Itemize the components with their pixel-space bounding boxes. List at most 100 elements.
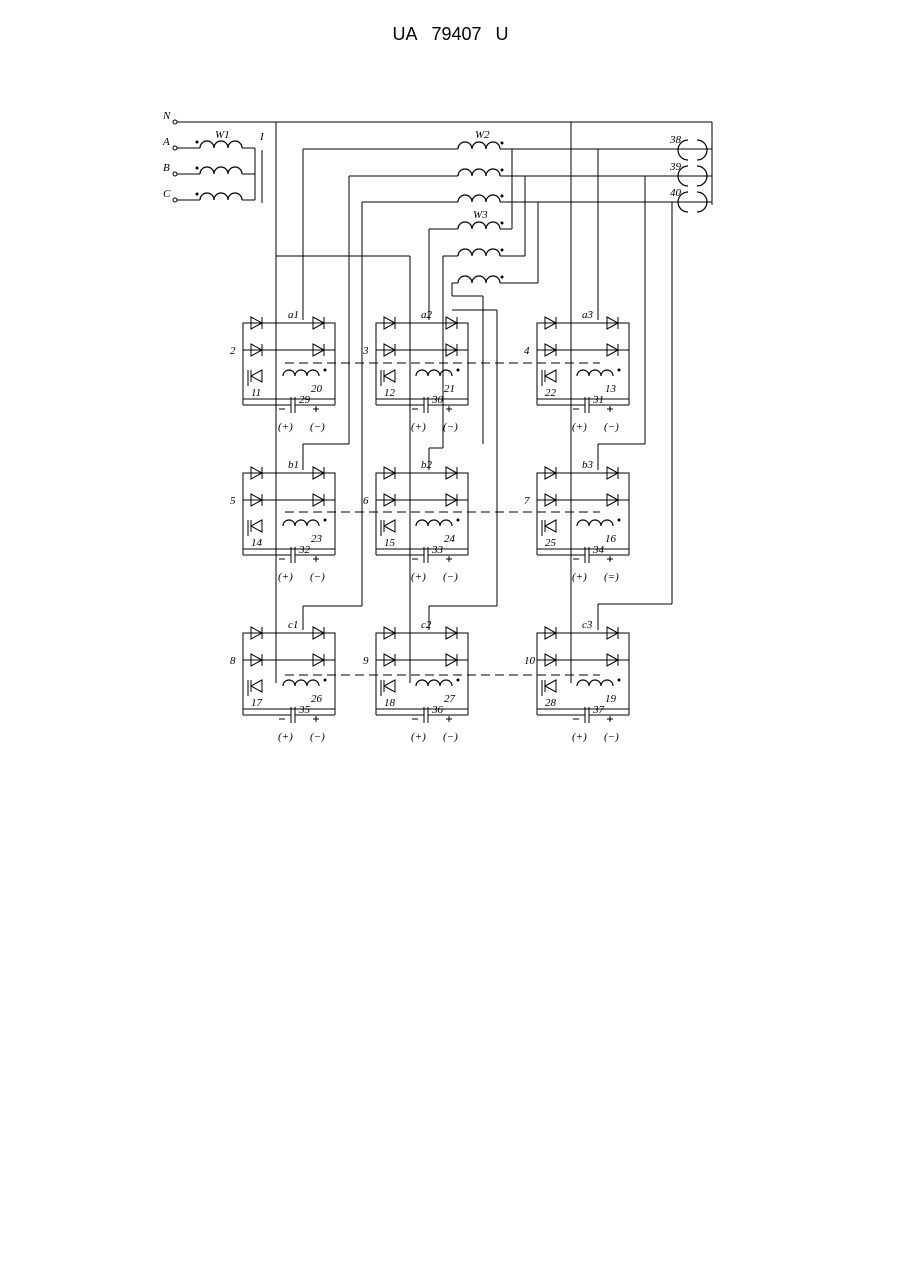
module-side-number: 8 <box>230 655 236 667</box>
diode-icon <box>384 520 395 532</box>
module-a2: a2 3 12 2130 (+) (−) <box>362 309 468 433</box>
capacitor-number: 33 <box>431 544 444 556</box>
terminal-neg-label: (+) <box>411 731 426 743</box>
module-c1: c18172635(+)(−) <box>230 619 335 743</box>
module-c3: c3 10 28 1937 (+) (−) <box>524 619 629 743</box>
diode-icon <box>251 680 262 692</box>
module-side-number: 3 <box>362 345 369 357</box>
output-connectors: 38 39 40 <box>669 134 707 212</box>
inductor-number: 13 <box>605 383 617 395</box>
inductor-icon <box>416 370 452 376</box>
terminal-n-label: N <box>162 110 171 122</box>
module-label: a2 <box>421 309 433 321</box>
inductor-icon <box>283 520 319 526</box>
inductor-icon <box>577 520 613 526</box>
diode-icon <box>545 370 556 382</box>
terminal-c-label: C <box>163 188 171 200</box>
thyristor-number: 12 <box>384 387 396 399</box>
inductor-number: 19 <box>605 693 617 705</box>
inductor-icon <box>416 520 452 526</box>
inductor-icon <box>283 680 319 686</box>
module-label: b1 <box>288 459 299 471</box>
module-a1: a12112029(+)(−) <box>230 309 335 433</box>
terminal-pos-label: (−) <box>443 571 458 583</box>
terminal-pos-label: (−) <box>443 421 458 433</box>
module-b1: b1 5 14 2332 (+) (−) <box>230 459 335 583</box>
w1-label: W1 <box>215 129 230 141</box>
module-label: b3 <box>582 459 594 471</box>
converter-modules: a12112029(+)(−)a23122130(+)(−)a34221331(… <box>230 309 629 743</box>
inductor-icon <box>416 680 452 686</box>
diode-icon <box>545 520 556 532</box>
terminal-a-label: A <box>162 136 170 148</box>
module-side-number: 4 <box>524 345 530 357</box>
terminal-pos-label: (−) <box>604 731 619 743</box>
module-side-number: 2 <box>230 345 236 357</box>
thyristor-number: 28 <box>545 697 557 709</box>
diode-icon <box>251 520 262 532</box>
module-side-number: 7 <box>524 495 530 507</box>
terminal-pos-label: (−) <box>310 731 325 743</box>
module-label: c3 <box>582 619 593 631</box>
terminal-pos-label: (−) <box>310 421 325 433</box>
inductor-number: 24 <box>444 533 456 545</box>
inductor-number: 27 <box>444 693 456 705</box>
thyristor-number: 17 <box>251 697 263 709</box>
capacitor-number: 31 <box>592 394 604 406</box>
module-label: c2 <box>421 619 432 631</box>
terminal-neg-label: (+) <box>278 421 293 433</box>
capacitor-number: 36 <box>431 704 444 716</box>
terminal-b-label: B <box>163 162 170 174</box>
core-label: I <box>259 131 265 143</box>
thyristor-number: 11 <box>251 387 261 399</box>
capacitor-number: 32 <box>298 544 311 556</box>
diode-icon <box>384 370 395 382</box>
module-label: a3 <box>582 309 594 321</box>
module-a3: a3 4 22 1331 (+) (−) <box>524 309 629 433</box>
w3-label: W3 <box>473 209 488 221</box>
diode-icon <box>384 680 395 692</box>
inductor-number: 26 <box>311 693 323 705</box>
diode-icon <box>545 680 556 692</box>
inductor-number: 16 <box>605 533 617 545</box>
terminal-pos-label: (=) <box>604 571 619 583</box>
capacitor-number: 34 <box>592 544 605 556</box>
capacitor-number: 30 <box>431 394 444 406</box>
thyristor-number: 18 <box>384 697 396 709</box>
terminal-pos-label: (−) <box>604 421 619 433</box>
module-side-number: 5 <box>230 495 236 507</box>
inductor-icon <box>577 680 613 686</box>
terminal-neg-label: (+) <box>411 571 426 583</box>
terminal-neg-label: (+) <box>411 421 426 433</box>
module-side-number: 6 <box>363 495 369 507</box>
terminal-neg-label: (+) <box>278 731 293 743</box>
module-side-number: 10 <box>524 655 536 667</box>
module-label: b2 <box>421 459 433 471</box>
inductor-number: 23 <box>311 533 323 545</box>
capacitor-number: 37 <box>592 704 605 716</box>
module-c2: c29182736(+)(−) <box>363 619 468 743</box>
w2-label: W2 <box>475 129 490 141</box>
module-label: c1 <box>288 619 298 631</box>
terminal-pos-label: (−) <box>310 571 325 583</box>
inductor-icon <box>577 370 613 376</box>
primary-winding-w1: W1 I <box>177 129 265 203</box>
thyristor-number: 15 <box>384 537 396 549</box>
inductor-number: 20 <box>311 383 323 395</box>
input-terminals: N A B C <box>162 110 712 205</box>
thyristor-number: 22 <box>545 387 557 399</box>
terminal-neg-label: (+) <box>572 421 587 433</box>
module-label: a1 <box>288 309 299 321</box>
secondary-windings: W2 W3 <box>303 129 712 283</box>
terminal-neg-label: (+) <box>572 571 587 583</box>
module-side-number: 9 <box>363 655 369 667</box>
inductor-number: 21 <box>444 383 455 395</box>
thyristor-number: 14 <box>251 537 263 549</box>
terminal-neg-label: (+) <box>278 571 293 583</box>
thyristor-number: 25 <box>545 537 557 549</box>
module-b3: b3 7 25 1634 (+) (=) <box>524 459 629 583</box>
terminal-neg-label: (+) <box>572 731 587 743</box>
diode-icon <box>251 370 262 382</box>
module-b2: b2 6 15 2433 (+) (−) <box>363 459 468 583</box>
